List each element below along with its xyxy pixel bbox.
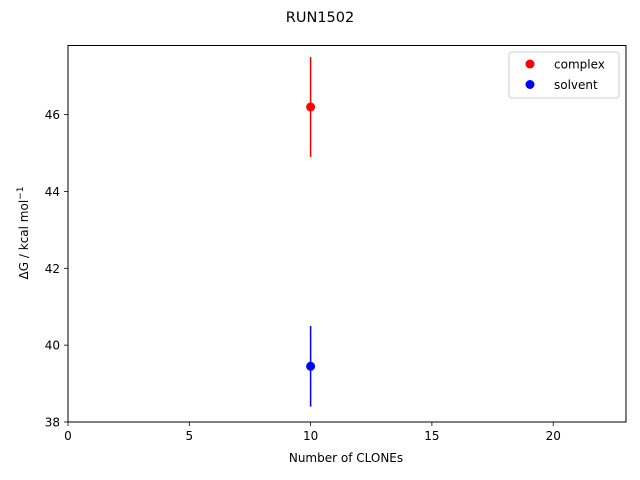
x-axis-label: Number of CLONEs — [289, 451, 403, 465]
chart-title: RUN1502 — [286, 10, 354, 26]
x-axis: 0 5 10 15 20 — [64, 422, 561, 443]
x-tick-label: 5 — [185, 429, 193, 443]
complex-legend-label: complex — [554, 58, 605, 72]
solvent-legend-label: solvent — [554, 78, 598, 92]
y-axis-label: ΔG / kcal mol−1 — [16, 187, 31, 280]
axes-frame — [67, 45, 627, 423]
y-axis-label-exponent: −1 — [16, 187, 26, 200]
y-tick-label: 46 — [45, 108, 60, 122]
complex-legend-marker — [525, 59, 535, 69]
y-tick-label: 44 — [45, 185, 60, 199]
x-tick-label: 20 — [546, 429, 561, 443]
y-tick-label: 38 — [45, 416, 60, 430]
data-marks — [306, 57, 316, 407]
y-axis: 38 40 42 44 46 — [45, 108, 68, 430]
legend: complex solvent — [508, 51, 620, 99]
solvent-legend-marker — [525, 80, 535, 89]
x-tick-label: 15 — [424, 429, 439, 443]
y-axis-label-main: ΔG / kcal mol — [17, 200, 31, 280]
complex-point — [306, 102, 316, 112]
y-tick-label: 40 — [45, 339, 60, 353]
solvent-point — [306, 361, 316, 371]
x-tick-label: 10 — [303, 429, 318, 443]
y-tick-label: 42 — [45, 262, 60, 276]
x-tick-label: 0 — [64, 429, 72, 443]
plot-area — [67, 45, 627, 423]
legend-box — [508, 51, 620, 99]
